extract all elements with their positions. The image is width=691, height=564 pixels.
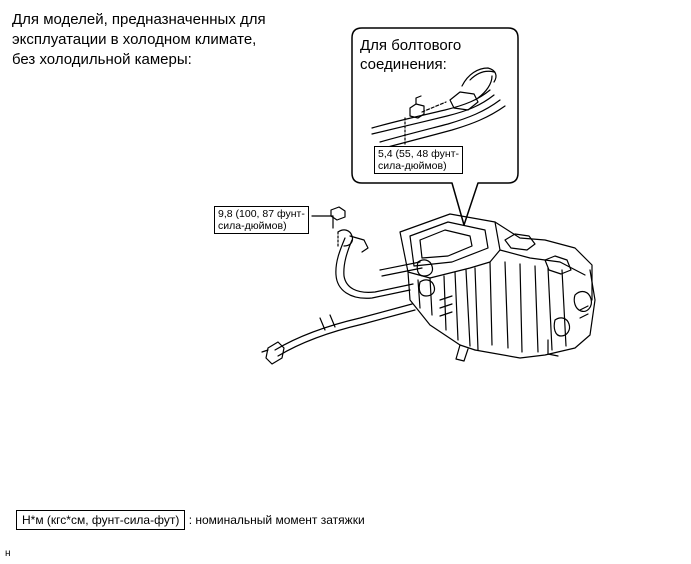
nut-illustration <box>330 206 346 221</box>
caption-line-2: эксплуатации в холодном климате, <box>12 31 257 48</box>
torque-main-line-2: сила-дюймов) <box>218 220 287 232</box>
callout-line-2: соединения: <box>360 56 447 73</box>
callout-heading: Для болтового соединения: <box>360 36 461 74</box>
callout-bubble <box>351 27 519 226</box>
pipe-assembly <box>261 229 423 365</box>
caption-line-1: Для моделей, предназначенных для <box>12 11 266 28</box>
torque-label-main: 9,8 (100, 87 фунт- сила-дюймов) <box>214 206 309 234</box>
callout-pipes-illustration <box>371 67 506 149</box>
caption-line-3: без холодильной камеры: <box>12 51 192 68</box>
figure-caption: Для моделей, предназначенных для эксплуа… <box>12 10 266 70</box>
legend-unit-box: Н*м (кгс*см, фунт-сила-фут) <box>16 510 186 530</box>
heater-unit-illustration <box>399 213 596 362</box>
callout-line-1: Для болтового <box>360 37 462 54</box>
torque-bolt-line-2: сила-дюймов) <box>378 160 447 172</box>
torque-bolt-line-1: 5,4 (55, 48 фунт- <box>378 148 459 160</box>
legend-description: : номинальный момент затяжки <box>188 513 365 527</box>
legend: Н*м (кгс*см, фунт-сила-фут) : номинальны… <box>16 510 365 530</box>
torque-label-bolt: 5,4 (55, 48 фунт- сила-дюймов) <box>374 146 463 174</box>
figure-code: н <box>5 548 11 559</box>
torque-main-line-1: 9,8 (100, 87 фунт- <box>218 208 305 220</box>
torque-leader-main <box>311 215 334 229</box>
